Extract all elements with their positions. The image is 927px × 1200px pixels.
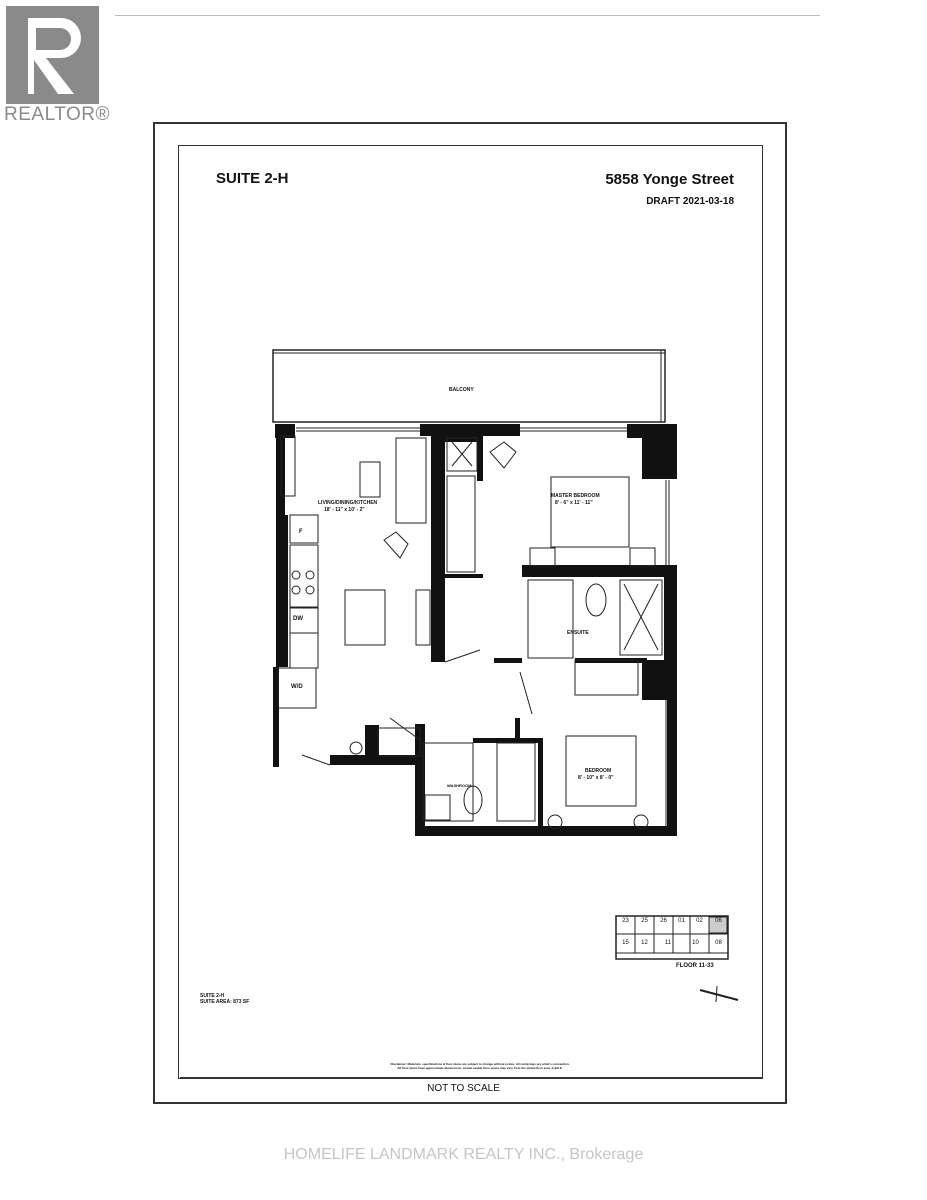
tv-unit	[280, 435, 296, 497]
brokerage-watermark: HOMELIFE LANDMARK REALTY INC., Brokerage	[283, 1146, 644, 1163]
unit-number: 26	[660, 918, 667, 924]
balcony-label: BALCONY	[449, 387, 474, 393]
dishwasher-label: DW	[293, 616, 303, 622]
walls	[273, 424, 677, 836]
disclaimer-line: All floor plans have approximate dimensi…	[397, 1066, 563, 1070]
suite-info-area: SUITE AREA: 873 SF	[200, 999, 250, 1005]
ensuite-vanity	[527, 579, 574, 659]
unit-number: 01	[678, 918, 685, 924]
coffee-table	[359, 461, 381, 498]
console	[415, 589, 431, 646]
closet-entry	[377, 727, 421, 757]
realtor-logo	[6, 6, 99, 104]
unit-number: 02	[696, 918, 703, 924]
unit-number: 10	[692, 940, 699, 946]
realtor-r-icon	[28, 18, 81, 94]
fridge-box	[289, 514, 319, 544]
realtor-logo-text: REALTOR®	[4, 104, 110, 125]
key-plan-highlight-unit	[708, 916, 728, 934]
washer-dryer-label: W/D	[291, 684, 303, 690]
bedroom-bed	[565, 735, 637, 807]
sink	[289, 632, 319, 669]
plan-outer-border	[153, 122, 787, 1104]
washroom	[422, 742, 474, 822]
fridge-label: F	[299, 529, 303, 535]
living-label: LIVING/DINING/KITCHEN	[318, 500, 378, 506]
balcony	[272, 349, 666, 423]
key-plan-top-row: 23 25 26 01 02 06	[616, 918, 728, 924]
master-dims: 8' - 6" x 11' - 11"	[555, 500, 593, 506]
living-dims: 18' - 11" x 10' - 2"	[324, 507, 365, 513]
washroom-label: WASHROOM	[447, 783, 472, 788]
suite-info-name: SUITE 2-H	[200, 993, 225, 999]
cooktop	[289, 544, 319, 608]
unit-number: 15	[622, 940, 629, 946]
bedroom-label: BEDROOM	[585, 768, 612, 774]
master-bed	[550, 476, 630, 548]
disclaimer: Disclaimer: Materials, specifications & …	[310, 1062, 650, 1070]
armchair	[383, 531, 409, 559]
key-plan-bottom-row: 15 12 11 10 08	[616, 940, 728, 946]
bathtub	[496, 742, 536, 822]
north-arrow-icon	[699, 985, 739, 1003]
address: 5858 Yonge Street	[605, 171, 734, 188]
unit-number: 25	[641, 918, 648, 924]
floor-label: FLOOR 11-33	[676, 963, 714, 969]
unit-number: 06	[715, 918, 722, 924]
dining-table	[344, 589, 386, 646]
master-label: MASTER BEDROOM	[551, 493, 600, 499]
shower	[619, 579, 663, 656]
top-divider	[115, 15, 820, 16]
unit-number: 23	[622, 918, 629, 924]
windows	[296, 427, 670, 826]
sofa	[395, 437, 427, 524]
mechanical	[446, 437, 478, 472]
disclaimer-line: Disclaimer: Materials, specifications & …	[390, 1062, 570, 1066]
suite-title: SUITE 2-H	[216, 170, 289, 187]
bedroom-dims: 8' - 10" x 8' - 0"	[578, 775, 614, 781]
draft-date: DRAFT 2021-03-18	[646, 196, 734, 207]
unit-number: 08	[715, 940, 722, 946]
unit-number: 12	[641, 940, 648, 946]
furniture	[277, 435, 663, 830]
not-to-scale: NOT TO SCALE	[427, 1083, 500, 1094]
armchair-bedroom	[489, 441, 517, 469]
toilet	[585, 583, 607, 617]
washer-dryer-box	[277, 667, 317, 709]
unit-number: 11	[664, 940, 672, 946]
closet-master	[446, 475, 476, 573]
ensuite-label: ENSUITE	[567, 630, 589, 636]
key-plan	[615, 915, 729, 960]
closet-bedroom	[574, 659, 639, 696]
